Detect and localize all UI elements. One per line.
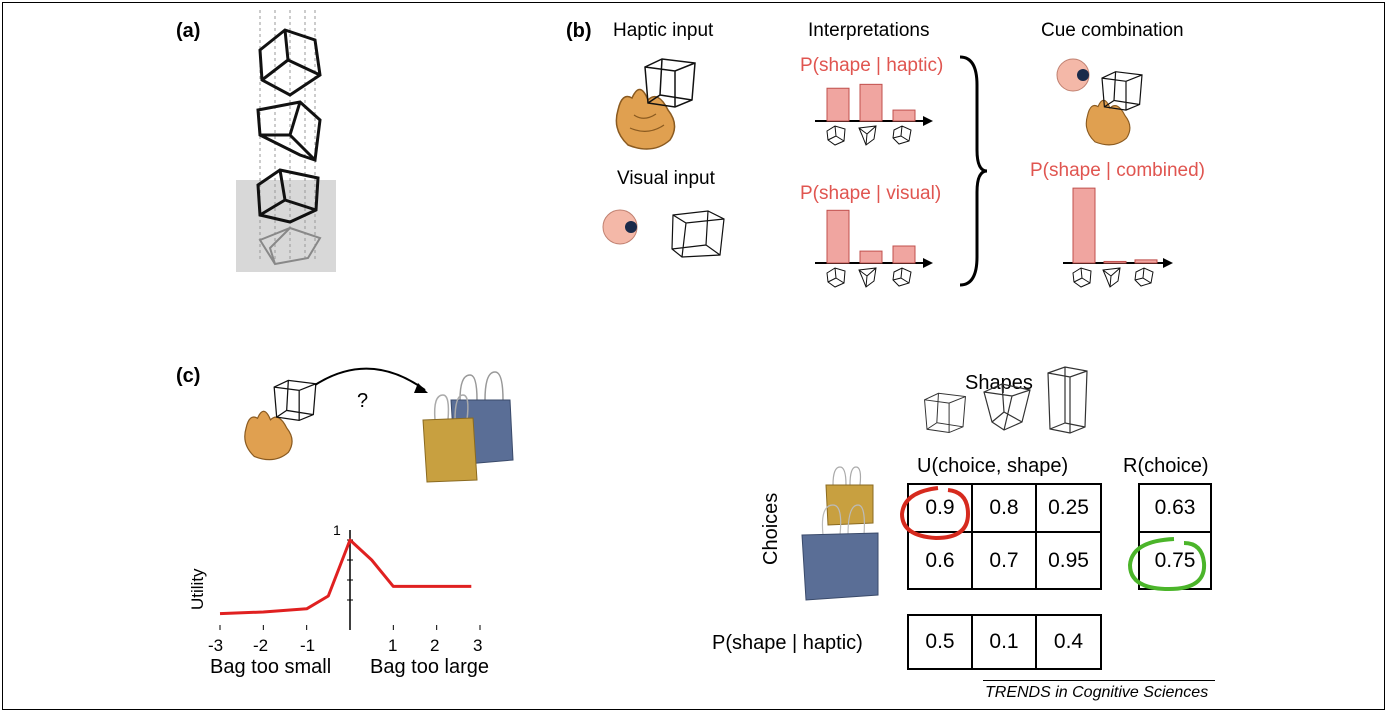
tick-neg1: -1 (300, 636, 316, 655)
bar (892, 245, 916, 264)
bar (892, 109, 916, 122)
p-visual-label: P(shape | visual) (800, 183, 942, 204)
shopping-bag-icon (801, 466, 879, 601)
shape-tick-icon (892, 267, 912, 287)
shape-tick-icon (826, 125, 846, 146)
p-cell: 0.4 (1035, 614, 1102, 670)
panel-label-c: (c) (176, 365, 201, 387)
eye-icon (1056, 58, 1090, 92)
cube-wireframe-icon (644, 58, 696, 108)
shape-tick-icon (892, 125, 912, 145)
prism-wireframe-icon (1047, 366, 1088, 434)
bar (826, 87, 850, 122)
u-cell: 0.8 (971, 483, 1037, 533)
brace (959, 55, 988, 287)
p-cell: 0.5 (907, 614, 973, 670)
axis-arrowhead (923, 116, 933, 126)
highlight-circle-green (1127, 537, 1207, 592)
u-table-title: U(choice, shape) (917, 455, 1069, 477)
bar (826, 209, 850, 264)
chart-p-shape-haptic (815, 83, 933, 146)
question-mark: ? (357, 390, 369, 412)
cube-wireframe-icon (671, 210, 725, 258)
tick-neg3: -3 (208, 636, 224, 655)
cue-combination-label: Cue combination (1041, 20, 1184, 41)
r-cell: 0.63 (1138, 483, 1212, 533)
bar (1134, 259, 1158, 264)
bar (1103, 260, 1127, 264)
axis-arrowhead (1163, 258, 1173, 268)
cube-wireframe-icon (1101, 71, 1143, 111)
r-table-title: R(choice) (1123, 455, 1209, 477)
footer-rule (983, 680, 1215, 681)
cube-projection-illustration (236, 10, 336, 272)
utility-ylabel: Utility (188, 568, 207, 610)
shape-tick-icon (858, 125, 877, 146)
shape-tick-icon (1102, 267, 1121, 288)
p-haptic-label: P(shape | haptic) (800, 55, 944, 76)
panel-label-a: (a) (176, 20, 201, 42)
p-shape-haptic-row-label: P(shape | haptic) (712, 632, 863, 654)
u-cell: 0.25 (1035, 483, 1102, 533)
visual-input-label: Visual input (617, 168, 715, 189)
p-combined-label: P(shape | combined) (1030, 160, 1205, 181)
u-cell: 0.7 (971, 531, 1037, 590)
chart-p-shape-combined (1063, 187, 1173, 288)
tick-1: 1 (388, 636, 398, 655)
u-cell: 0.95 (1035, 531, 1102, 590)
chart-p-shape-visual (815, 209, 933, 288)
cube-wireframe-icon (273, 379, 317, 422)
bar (1072, 187, 1096, 264)
frustum-wireframe-icon (983, 383, 1031, 431)
bar (859, 83, 883, 122)
shopping-bag-icon (422, 371, 514, 483)
highlight-circle-red (899, 486, 971, 541)
tick-neg2: -2 (253, 636, 269, 655)
shape-tick-icon (1134, 267, 1154, 287)
footer-text: TRENDS in Cognitive Sciences (985, 684, 1209, 701)
cube-wireframe-icon (924, 392, 966, 434)
bag-too-small-label: Bag too small (210, 656, 332, 678)
eye-icon (602, 209, 638, 245)
arrow (314, 367, 428, 393)
tick-2: 2 (430, 636, 440, 655)
shape-tick-icon (1072, 267, 1092, 288)
shapes-title: Shapes (965, 372, 1033, 394)
interpretations-label: Interpretations (808, 20, 930, 41)
choices-label: Choices (760, 492, 782, 565)
bag-too-large-label: Bag too large (370, 656, 489, 678)
bar (859, 250, 883, 264)
hand-icon (1085, 99, 1131, 146)
panel-label-b: (b) (566, 20, 592, 42)
tick-3: 3 (473, 636, 483, 655)
axis-arrowhead (923, 258, 933, 268)
utility-y-tick: 1 (333, 522, 341, 538)
utility-plot (219, 530, 481, 630)
shape-tick-icon (858, 267, 877, 288)
haptic-input-label: Haptic input (613, 20, 714, 41)
p-cell: 0.1 (971, 614, 1037, 670)
hand-icon (244, 410, 293, 461)
shape-tick-icon (826, 267, 846, 288)
utility-curve (219, 538, 472, 616)
